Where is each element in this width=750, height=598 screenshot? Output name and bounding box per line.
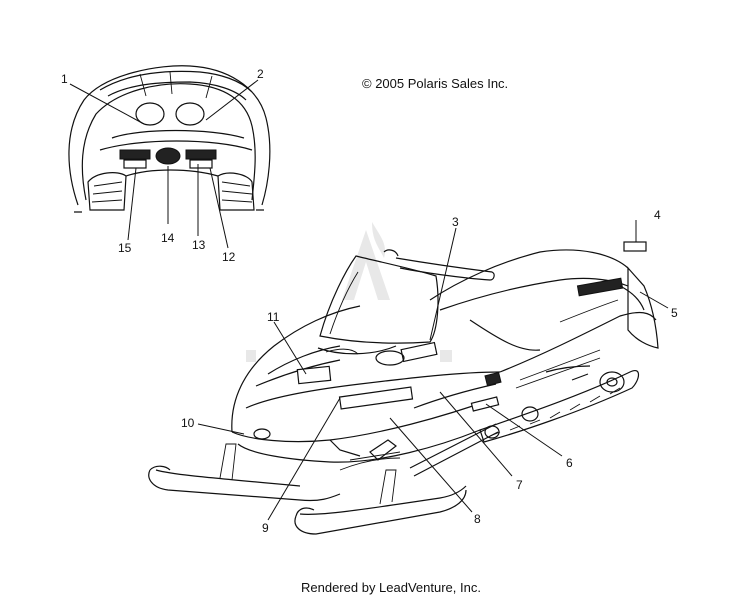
callout-9: 9 — [262, 521, 269, 535]
callout-7: 7 — [516, 478, 523, 492]
callout-4: 4 — [654, 208, 661, 222]
callout-6: 6 — [566, 456, 573, 470]
callout-14: 14 — [161, 231, 175, 245]
callout-13: 13 — [192, 238, 206, 252]
callout-15: 15 — [118, 241, 132, 255]
snowmobile-illustration — [148, 241, 659, 535]
copyright-notice: © 2005 Polaris Sales Inc. — [362, 76, 509, 91]
callout-12: 12 — [222, 250, 236, 264]
inset-dashboard-view — [68, 65, 271, 213]
footer-credit: Rendered by LeadVenture, Inc. — [301, 580, 481, 595]
callout-10: 10 — [181, 416, 195, 430]
leader-lines — [69, 79, 669, 521]
watermark-logo — [246, 222, 452, 362]
callout-2: 2 — [257, 67, 264, 81]
callout-5: 5 — [671, 306, 678, 320]
callout-3: 3 — [452, 215, 459, 229]
callout-11: 11 — [267, 310, 280, 324]
callout-1: 1 — [61, 72, 68, 86]
callout-8: 8 — [474, 512, 481, 526]
